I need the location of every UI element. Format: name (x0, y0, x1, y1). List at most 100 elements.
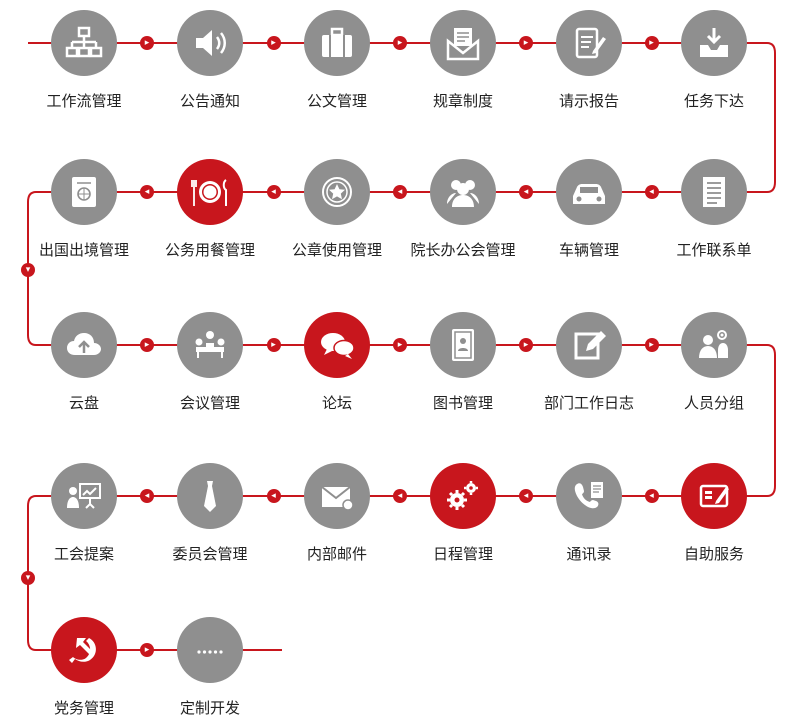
module-label[interactable]: 内部邮件 (306, 545, 367, 563)
module-label[interactable]: 公章使用管理 (291, 241, 382, 259)
flow-arrow: ▸ (140, 643, 154, 657)
module-label[interactable]: 公告通知 (179, 92, 240, 110)
connector-curve (766, 42, 776, 193)
module-icon-circle[interactable] (556, 159, 622, 225)
module-label[interactable]: 定制开发 (179, 699, 240, 717)
tie-icon (204, 481, 216, 512)
people-group-icon (447, 180, 479, 207)
module-label[interactable]: 出国出境管理 (38, 241, 129, 259)
module-icon-circle[interactable] (51, 617, 117, 683)
module-icon-circle[interactable] (681, 159, 747, 225)
module-label[interactable]: 人员分组 (683, 394, 744, 412)
module-icon-circle[interactable] (556, 312, 622, 378)
self-service-icon (699, 484, 729, 508)
module-label[interactable]: 自助服务 (683, 545, 744, 563)
module-icon-circle[interactable] (177, 10, 243, 76)
flow-arrow: ▸ (140, 338, 154, 352)
book-icon (452, 329, 474, 361)
module-icon-circle[interactable] (556, 10, 622, 76)
hammer-sickle-icon (69, 638, 96, 663)
flow-arrow: ▸ (266, 36, 281, 50)
presentation-icon (67, 483, 101, 509)
edit-log-icon (574, 331, 606, 360)
flow-arrow: ▸ (519, 338, 533, 352)
flow-arrow: ◂ (140, 489, 154, 503)
module-label[interactable]: 公文管理 (306, 92, 367, 110)
module-label[interactable]: 部门工作日志 (543, 394, 634, 412)
flow-arrow: ◂ (266, 185, 281, 199)
user-group-icon (699, 330, 728, 358)
module-label[interactable]: 车辆管理 (558, 241, 619, 259)
ellipsis-icon (197, 650, 223, 654)
seal-star-icon (322, 177, 352, 207)
flow-arrow: ◂ (644, 489, 659, 503)
module-label[interactable]: 通讯录 (566, 545, 612, 563)
module-icon-circle[interactable] (177, 463, 243, 529)
module-icon-circle[interactable] (177, 617, 243, 683)
module-label[interactable]: 图书管理 (432, 394, 493, 412)
module-icon-circle[interactable] (430, 10, 496, 76)
module-label[interactable]: 党务管理 (53, 699, 114, 717)
module-label[interactable]: 工会提案 (53, 545, 114, 563)
module-label[interactable]: 工作流管理 (46, 92, 122, 110)
car-icon (573, 184, 605, 204)
cloud-upload-icon (67, 333, 101, 355)
meeting-icon (195, 331, 225, 358)
flow-arrow: ◂ (393, 185, 407, 199)
envelope-doc-icon (446, 28, 480, 61)
module-label[interactable]: 会议管理 (179, 394, 240, 412)
module-icon-circle[interactable] (430, 312, 496, 378)
inbox-download-icon (700, 28, 728, 57)
module-label[interactable]: 日程管理 (432, 545, 493, 563)
module-icon-circle[interactable] (430, 463, 496, 529)
module-icon-circle[interactable] (304, 463, 370, 529)
flow-arrow: ▸ (393, 36, 407, 50)
module-label[interactable]: 公务用餐管理 (164, 241, 255, 259)
flow-arrow: ▾ (21, 263, 35, 277)
module-icon-circle[interactable] (177, 159, 243, 225)
module-icon-circle[interactable] (51, 10, 117, 76)
flow-arrow: ▾ (21, 571, 35, 585)
document-list-icon (703, 177, 725, 207)
module-icon-circle[interactable] (51, 312, 117, 378)
module-label[interactable]: 规章制度 (432, 92, 493, 110)
module-label[interactable]: 论坛 (321, 394, 352, 412)
flow-arrow: ▸ (644, 36, 659, 50)
module-icon-circle[interactable] (177, 312, 243, 378)
flow-arrow: ◂ (519, 489, 533, 503)
module-icon-circle[interactable] (681, 312, 747, 378)
module-icon-circle[interactable] (304, 159, 370, 225)
flowchart-icon (65, 26, 103, 58)
module-label[interactable]: 任务下达 (683, 92, 744, 110)
flow-arrow: ▸ (393, 338, 407, 352)
module-label[interactable]: 委员会管理 (172, 545, 248, 563)
module-label[interactable]: 云盘 (68, 394, 99, 412)
module-icon-circle[interactable] (304, 312, 370, 378)
speaker-icon (196, 30, 226, 56)
briefcase-icon (322, 27, 352, 57)
plate-cutlery-icon (191, 179, 227, 206)
report-pen-icon (575, 27, 606, 59)
module-icon-circle[interactable] (556, 463, 622, 529)
module-icon-circle[interactable] (304, 10, 370, 76)
flow-arrow: ◂ (140, 185, 154, 199)
module-icon-circle[interactable] (51, 159, 117, 225)
module-label[interactable]: 请示报告 (558, 92, 619, 110)
chat-bubbles-icon (321, 333, 355, 359)
mail-icon (321, 486, 354, 511)
module-icon-circle[interactable] (681, 463, 747, 529)
phone-book-icon (574, 482, 603, 509)
passport-icon (72, 177, 96, 207)
flow-arrow: ▸ (644, 338, 659, 352)
flow-arrow: ▸ (266, 338, 281, 352)
flow-arrow: ▸ (140, 36, 154, 50)
module-icon-circle[interactable] (51, 463, 117, 529)
module-label[interactable]: 院长办公会管理 (410, 241, 516, 259)
module-label[interactable]: 工作联系单 (676, 241, 752, 259)
module-icon-circle[interactable] (430, 159, 496, 225)
module-icon-circle[interactable] (681, 10, 747, 76)
flow-arrow: ◂ (266, 489, 281, 503)
flow-arrow: ◂ (644, 185, 659, 199)
connector-curve (766, 344, 776, 497)
